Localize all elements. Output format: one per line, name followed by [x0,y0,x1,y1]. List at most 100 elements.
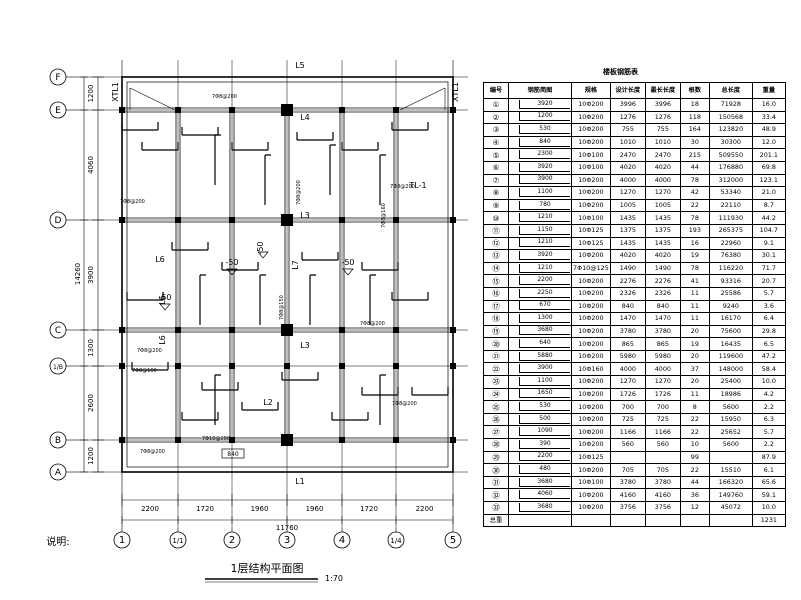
rebar-shape: 3900 [508,173,572,188]
col-axis-bubble [278,531,296,549]
rebar-weight: 69.8 [751,160,786,175]
rebar-shape: 3920 [508,249,572,263]
rebar-total-length: 18986 [708,387,753,402]
rebar-shape-length: 1150 [519,225,570,235]
rebar-total-length: 312000 [708,173,753,188]
rebar-max-length: 1010 [644,135,681,150]
rebar-number: ㉔ [483,387,509,402]
rebar-count: 37 [679,362,710,377]
rebar-design-length: 2276 [609,274,646,288]
rebar-max-length: 1270 [644,375,681,389]
rebar-hook [341,142,379,151]
rebar-number: ⑱ [483,312,509,326]
rebar-shape: 530 [508,400,572,414]
rebar-number: ㉜ [483,488,509,502]
rebar-design-length: 1010 [609,135,646,150]
rebar-total-length: 123820 [708,123,753,137]
header-max-length: 最长长度 [644,82,681,99]
rebar-shape-length: 1210 [519,263,570,273]
rebar-vertical [329,144,336,195]
rebar-shape-length: 1090 [519,427,570,437]
rebar-weight: 5.7 [751,425,786,440]
rebar-shape-length: 480 [519,465,570,475]
header-weight: 重量 [751,82,786,99]
rebar-total-length: 116220 [708,261,753,276]
rebar-max-length: 1726 [644,387,681,402]
elevation-triangle [226,268,238,276]
column-marker [119,327,125,333]
rebar-spec: 10Φ200 [571,488,611,502]
rebar-weight: 30.1 [751,249,786,263]
rebar-count: 12 [679,501,710,515]
beam-label-bottom: L1 [295,477,305,486]
beam-label: L3 [300,341,310,350]
rebar-shape-length: 500 [519,414,570,424]
rebar-number: ㉖ [483,412,509,427]
rebar-shape: 1100 [508,186,572,200]
column-marker [175,107,181,113]
rebar-count: 78 [679,261,710,276]
rebar-weight: 201.1 [751,148,786,162]
rebar-max-length: 2276 [644,274,681,288]
rebar-shape-length: 2200 [519,276,570,286]
beam-label-top: L5 [295,61,305,70]
rebar-count: 22 [679,198,710,213]
rebar-max-length: 3996 [644,98,681,112]
total-height-dim: 14260 [74,263,82,285]
rebar-note: 7Φ8@200 [390,184,415,190]
rebar-shape: 1300 [508,312,572,326]
rebar-shape-length: 3680 [519,326,570,336]
rebar-spec: 10Φ125 [571,236,611,251]
rebar-design-length: 1470 [609,312,646,326]
elevation-label: -50 [256,241,265,254]
rebar-shape: 4060 [508,488,572,502]
rebar-total-length: 53340 [708,186,753,200]
rebar-max-length: 725 [644,412,681,427]
rebar-count: 78 [679,173,710,188]
rebar-shape: 2250 [508,286,572,301]
rebar-shape-length: 3920 [519,250,570,260]
rebar-count: 22 [679,412,710,427]
rebar-number: ㉓ [483,375,509,389]
rebar-total-length: 5600 [708,438,753,452]
rebar-count: 20 [679,349,710,364]
empty-cell [508,513,572,528]
column-marker [175,327,181,333]
rebar-number: ㉕ [483,400,509,414]
col-axis-bubble [113,531,131,549]
rebar-design-length: 4000 [609,362,646,377]
rebar-shape: 3900 [508,362,572,377]
rebar-max-length: 3756 [644,501,681,515]
row-dimension: 3900 [87,266,95,284]
rebar-weight: 12.0 [751,135,786,150]
empty-cell [571,513,611,528]
rebar-vertical [369,274,376,325]
main-column [281,214,293,226]
rebar-design-length: 865 [609,337,646,351]
rebar-count: 18 [679,98,710,112]
row-axis-label: F [55,73,60,83]
rebar-hook [391,292,429,301]
rebar-design-length: 4160 [609,488,646,502]
rebar-shape-length: 3900 [519,175,570,185]
rebar-spec: 10Φ200 [571,375,611,389]
rebar-design-length: 725 [609,412,646,427]
rebar-shape-length: 5880 [519,351,570,361]
rebar-number: ⑤ [483,148,509,162]
rebar-max-length: 705 [644,463,681,477]
rebar-design-length: 3780 [609,475,646,490]
